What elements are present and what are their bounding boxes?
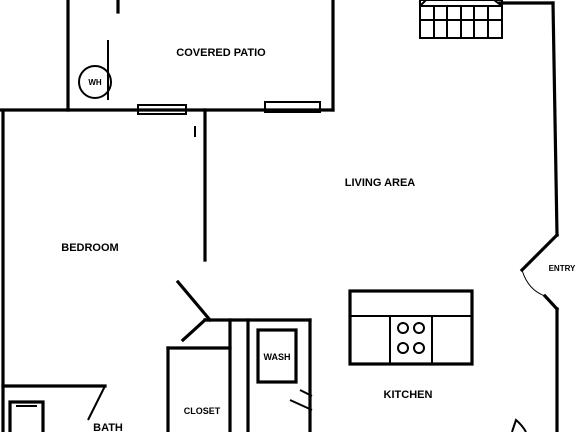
kitchen-island <box>348 289 474 366</box>
window-grid <box>419 0 503 39</box>
entry-door <box>521 269 546 297</box>
kitchen-door <box>511 418 527 432</box>
water-heater-label: WH <box>88 78 102 87</box>
bath-label: BATH <box>93 422 123 432</box>
windows <box>137 101 321 115</box>
entry-label: ENTRY <box>549 264 576 273</box>
room-labels: COVERED PATIO LIVING AREA BEDROOM ENTRY … <box>61 47 576 432</box>
wash-label: WASH <box>264 352 291 362</box>
washer: WASH <box>256 328 298 384</box>
water-heater: WH <box>78 65 112 99</box>
closet-label: CLOSET <box>184 406 221 416</box>
walls <box>0 0 560 432</box>
covered-patio-label: COVERED PATIO <box>176 47 266 59</box>
bedroom-label: BEDROOM <box>61 242 118 254</box>
living-area-label: LIVING AREA <box>345 177 416 189</box>
kitchen-label: KITCHEN <box>384 389 433 401</box>
bathtub <box>8 400 45 432</box>
